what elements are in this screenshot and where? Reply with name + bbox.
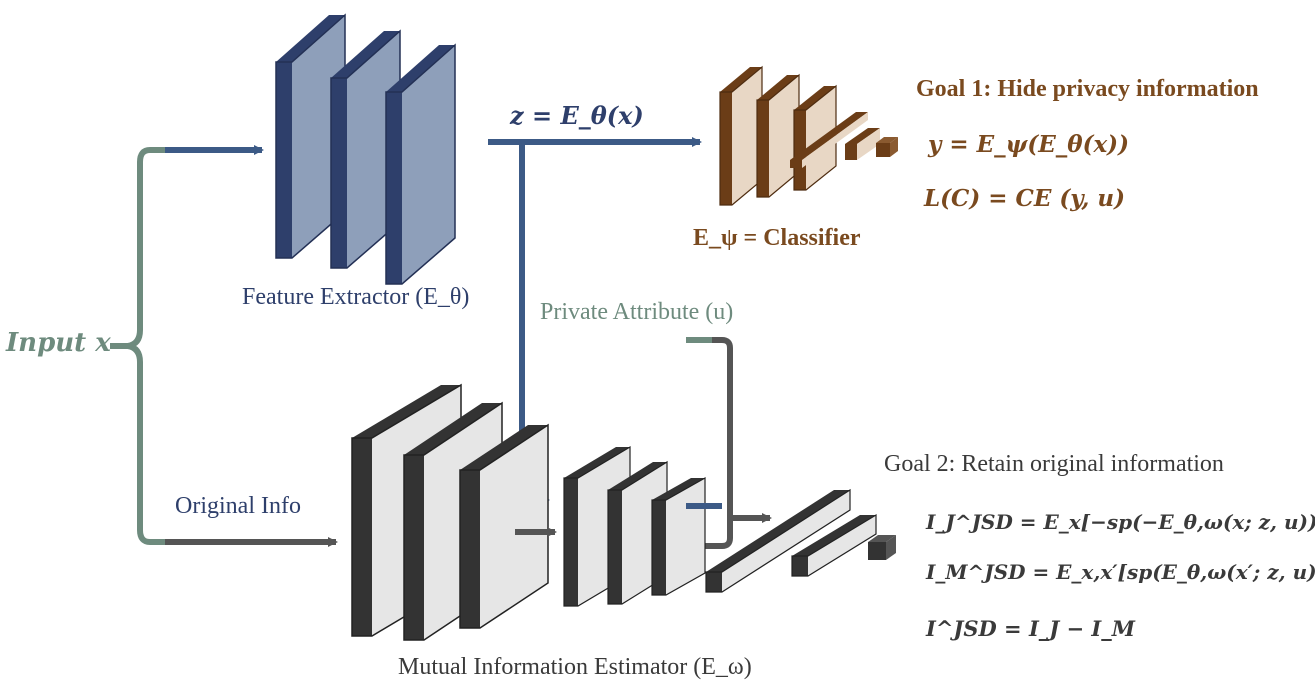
goal2-equation-2: I_M^JSD = E_x,x′[sp(E_θ,ω(x′; z, u))] — [926, 560, 1315, 584]
z-equation-label: z = E_θ(x) — [510, 101, 644, 130]
feature-extractor-label: Feature Extractor (E_θ) — [242, 284, 470, 310]
classifier-label: E_ψ = Classifier — [693, 225, 861, 251]
mi-estimator-output-block — [705, 488, 896, 593]
input-label: Input x — [6, 328, 111, 358]
mi-estimator-middle-block — [563, 445, 706, 607]
goal1-equation-1: y = E_ψ(E_θ(x)) — [928, 131, 1129, 158]
original-info-label: Original Info — [175, 493, 301, 519]
private-attribute-label: Private Attribute (u) — [540, 299, 734, 325]
goal1-equation-2: L(C) = CE (y, u) — [924, 185, 1126, 212]
feature-extractor-block — [275, 13, 456, 285]
extractor-layer-3 — [385, 43, 456, 285]
goal2-equation-1: I_J^JSD = E_x[−sp(−E_θ,ω(x; z, u))] — [926, 510, 1315, 534]
mi-estimator-label: Mutual Information Estimator (E_ω) — [398, 654, 752, 680]
goal2-equation-3: I^JSD = I_J − I_M — [926, 616, 1135, 641]
goal1-title: Goal 1: Hide privacy information — [916, 76, 1259, 102]
goal2-title: Goal 2: Retain original information — [884, 451, 1224, 477]
classifier-block — [719, 65, 898, 206]
private-attribute-connector — [686, 337, 733, 549]
mi-estimator-block — [351, 383, 549, 641]
input-brace — [127, 147, 168, 545]
